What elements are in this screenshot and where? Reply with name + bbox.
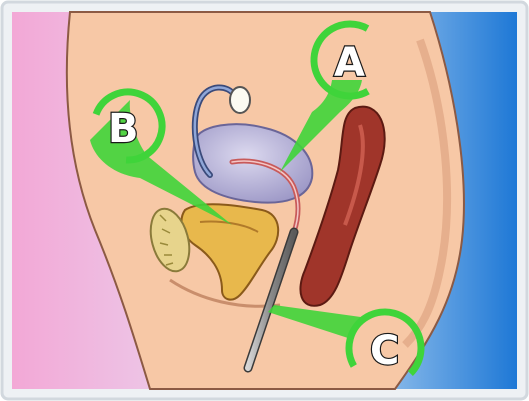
callout-a-letter: A bbox=[334, 40, 365, 86]
callout-c-letter: C bbox=[370, 328, 399, 374]
callout-b-letter: B bbox=[108, 106, 139, 152]
ovary bbox=[230, 87, 250, 113]
